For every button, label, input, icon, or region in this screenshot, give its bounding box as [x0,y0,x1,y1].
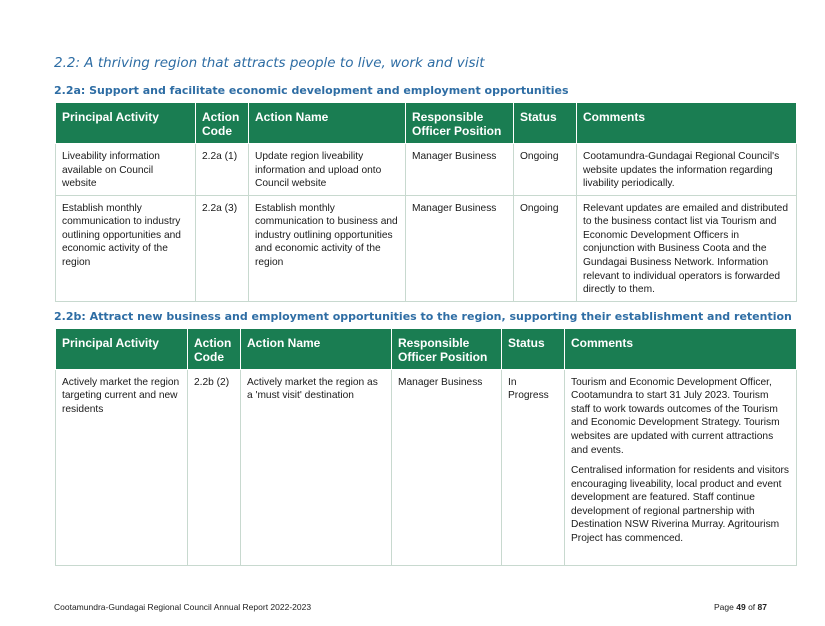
cell-comments: Cootamundra-Gundagai Regional Council's … [576,143,797,196]
page-total: 87 [757,602,767,612]
cell-comments: Tourism and Economic Development Officer… [564,368,797,566]
header-comments: Comments [564,328,797,370]
section-b-table: Principal Activity Action Code Action Na… [55,328,797,566]
cell-status: Ongoing [513,143,577,196]
comment-paragraph: Centralised information for residents an… [571,465,789,544]
header-principal-activity: Principal Activity [55,102,196,144]
table-header-row: Principal Activity Action Code Action Na… [55,102,797,144]
cell-activity: Establish monthly communication to indus… [55,194,196,302]
cell-activity: Liveability information available on Cou… [55,143,196,196]
header-comments: Comments [576,102,797,144]
cell-code: 2.2a (1) [195,143,249,196]
cell-code: 2.2b (2) [187,368,241,566]
cell-action-name: Actively market the region as a 'must vi… [240,368,392,566]
footer-report-title: Cootamundra-Gundagai Regional Council An… [54,602,312,612]
table-row: Establish monthly communication to indus… [55,194,797,302]
cell-action-name: Update region liveability information an… [248,143,406,196]
table-row: Actively market the region targeting cur… [55,368,797,566]
table-row: Liveability information available on Cou… [55,143,797,196]
header-status: Status [501,328,565,370]
cell-code: 2.2a (3) [195,194,249,302]
header-status: Status [513,102,577,144]
cell-officer: Manager Business [405,143,514,196]
comment-paragraph: Tourism and Economic Development Officer… [571,376,780,456]
page-current: 49 [736,602,746,612]
cell-officer: Manager Business [391,368,502,566]
cell-action-name: Establish monthly communication to busin… [248,194,406,302]
cell-activity: Actively market the region targeting cur… [55,368,188,566]
header-principal-activity: Principal Activity [55,328,188,370]
header-action-code: Action Code [195,102,249,144]
comment-paragraph: Cootamundra-Gundagai Regional Council's … [583,151,780,190]
comment-paragraph: Relevant updates are emailed and distrib… [583,202,789,296]
header-action-name: Action Name [248,102,406,144]
section-a-heading: 2.2a: Support and facilitate economic de… [54,84,569,97]
page-of-label: of [748,602,756,612]
header-responsible-officer: Responsible Officer Position [391,328,502,370]
header-action-name: Action Name [240,328,392,370]
section-a-table: Principal Activity Action Code Action Na… [55,102,797,302]
section-b-heading: 2.2b: Attract new business and employmen… [54,310,792,323]
cell-officer: Manager Business [405,194,514,302]
footer-page-number: Page 49 of 87 [714,602,767,612]
cell-comments: Relevant updates are emailed and distrib… [576,194,797,302]
header-responsible-officer: Responsible Officer Position [405,102,514,144]
page-label: Page [713,602,734,612]
header-action-code: Action Code [187,328,241,370]
cell-status: In Progress [501,368,565,566]
page-title: 2.2: A thriving region that attracts peo… [54,55,485,71]
cell-status: Ongoing [513,194,577,302]
table-header-row: Principal Activity Action Code Action Na… [55,328,797,370]
